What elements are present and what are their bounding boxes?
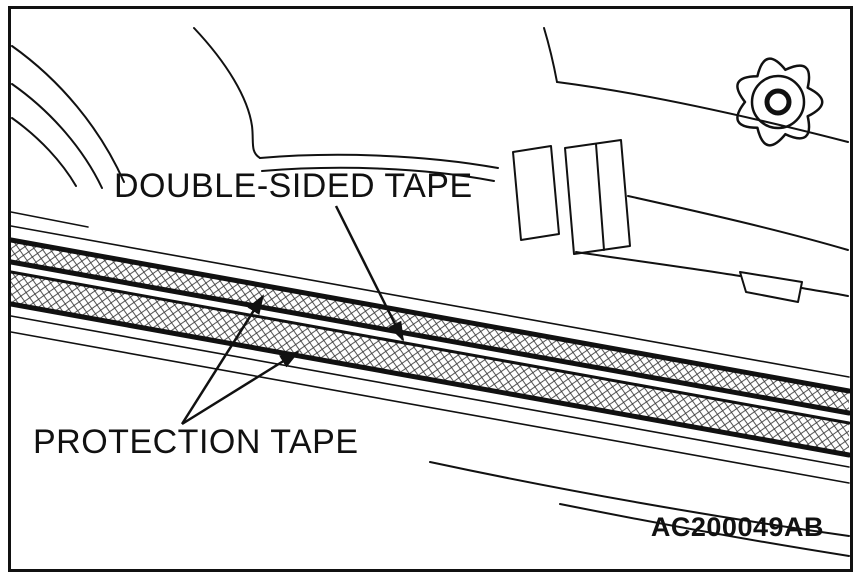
double-sided-tape-arrow <box>334 205 405 342</box>
protection-tape-arrow-upper <box>180 294 265 425</box>
callout-arrows <box>180 205 405 426</box>
body-panel-curves <box>10 27 849 251</box>
pillar-bracket <box>512 139 849 303</box>
protection-tape-arrow-lower <box>181 350 300 426</box>
sill-guide-lines-lower <box>10 315 850 557</box>
protection-tape-label: PROTECTION TAPE <box>33 423 359 461</box>
double-sided-tape-label: DOUBLE-SIDED TAPE <box>114 167 473 205</box>
sill-guide-lines-upper <box>10 225 850 378</box>
scalloped-knob-icon <box>736 57 824 147</box>
double-sided-tape-strip <box>8 237 852 416</box>
figure-code: AC200049AB <box>651 512 824 542</box>
protection-tape-strip <box>8 270 852 458</box>
figure-border <box>8 6 853 572</box>
